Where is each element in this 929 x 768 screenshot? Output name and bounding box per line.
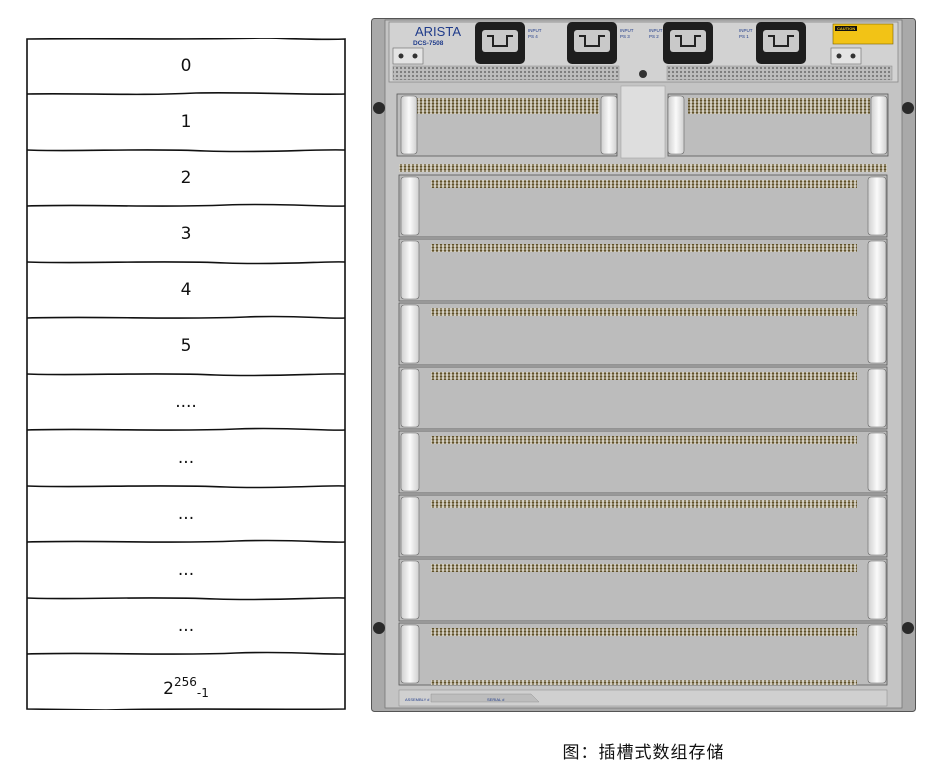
mount-screw xyxy=(373,102,385,114)
model-label: DCS-7508 xyxy=(413,40,444,47)
slot-label: ... xyxy=(177,448,195,468)
line-card xyxy=(398,174,888,238)
psu-id: PS 1 xyxy=(739,34,749,39)
psu-title: INPUT xyxy=(739,28,753,33)
slot-label: 0 xyxy=(180,56,192,76)
slot-label: ... xyxy=(177,560,195,580)
ground-lug xyxy=(830,47,862,65)
psu-title: INPUT xyxy=(528,28,542,33)
supervisor-module xyxy=(667,93,889,157)
figure-caption: 图：插槽式数组存储 xyxy=(562,743,725,763)
line-card xyxy=(398,302,888,366)
line-card xyxy=(398,430,888,494)
last-slot-exponent: 256 xyxy=(173,675,197,689)
slot-label: 5 xyxy=(180,336,192,356)
assembly-label: ASSEMBLY # xyxy=(405,697,430,702)
top-vent xyxy=(392,65,620,81)
psu-title: INPUT xyxy=(649,28,663,33)
power-supply: INPUT PS 1 xyxy=(739,22,806,64)
brand-logo: ARISTA xyxy=(415,24,461,39)
line-card xyxy=(398,238,888,302)
line-card xyxy=(398,366,888,430)
supervisor-module xyxy=(396,93,618,157)
caution-label: CAUTION xyxy=(837,26,855,31)
slot-label: 3 xyxy=(180,224,192,244)
slot-label: 4 xyxy=(180,280,192,300)
status-led xyxy=(639,70,647,78)
mid-vent xyxy=(399,164,887,172)
switch-chassis: ARISTA DCS-7508 INPUT PS 4 INPUT PS 3 IN… xyxy=(371,18,916,712)
slot-label: ... xyxy=(177,616,195,636)
slot-label: .... xyxy=(175,392,197,412)
psu-id: PS 2 xyxy=(649,34,659,39)
slot-label-last: 2256-1 xyxy=(26,654,346,710)
mount-screw xyxy=(902,102,914,114)
top-vent xyxy=(666,65,893,81)
psu-id: PS 3 xyxy=(620,34,630,39)
serial-label: SERIAL # xyxy=(487,697,505,702)
line-card xyxy=(398,622,888,686)
slot-array-frame xyxy=(26,38,346,710)
last-slot-suffix: -1 xyxy=(196,686,209,700)
line-card xyxy=(398,558,888,622)
power-supply: INPUT PS 4 xyxy=(475,22,542,64)
slot-array: 0 1 2 3 4 5 .... ... ... ... ... 2256-1 xyxy=(26,38,346,710)
mount-screw xyxy=(902,622,914,634)
slot-label: 2 xyxy=(180,168,192,188)
power-supply: INPUT PS 2 xyxy=(649,22,713,64)
last-slot-base: 2 xyxy=(163,679,174,699)
power-supply: INPUT PS 3 xyxy=(567,22,634,64)
mount-screw xyxy=(373,622,385,634)
line-card xyxy=(398,494,888,558)
psu-title: INPUT xyxy=(620,28,634,33)
ground-lug xyxy=(392,47,424,65)
slot-label: 1 xyxy=(180,112,192,132)
psu-id: PS 4 xyxy=(528,34,538,39)
slot-label: ... xyxy=(177,504,195,524)
